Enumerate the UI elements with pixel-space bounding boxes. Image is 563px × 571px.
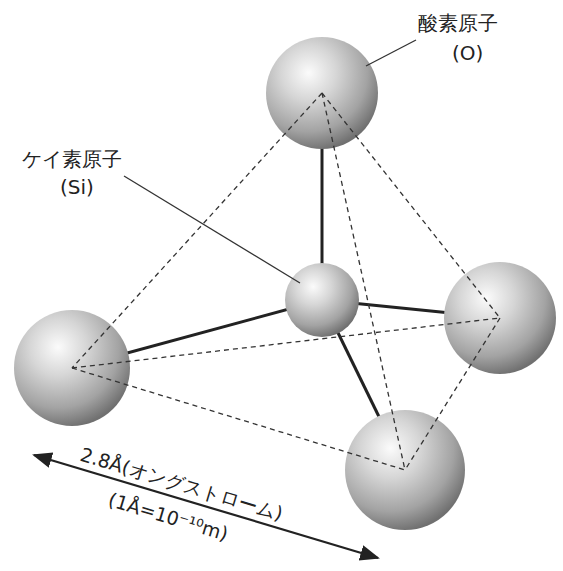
chemical-symbol: (O) <box>452 42 483 64</box>
part-name: ケイ素原子 <box>22 148 122 170</box>
dimension-arrow <box>34 455 378 558</box>
bond-lines <box>72 95 500 470</box>
oxygen-spheres <box>14 37 556 530</box>
part-name: 酸素原子 <box>418 12 498 34</box>
silicon-sphere <box>285 263 359 337</box>
chemical-symbol: (Si) <box>60 176 94 198</box>
leader-lines <box>124 40 416 283</box>
tetrahedron-edges <box>72 93 500 470</box>
